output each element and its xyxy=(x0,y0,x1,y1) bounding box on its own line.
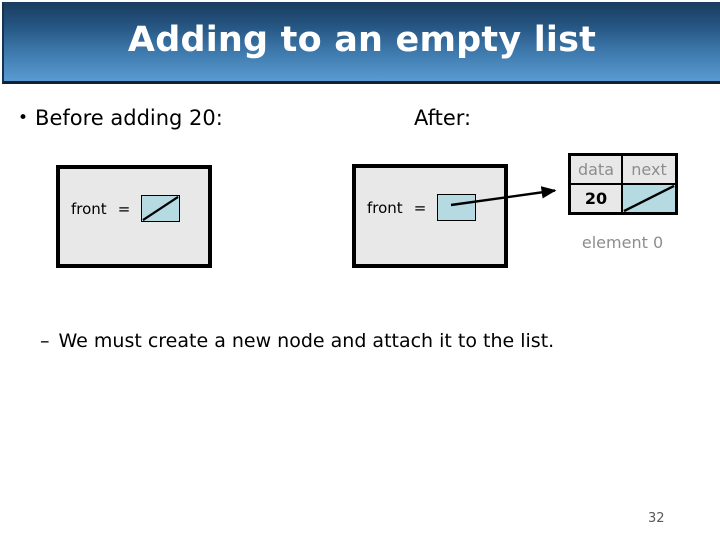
after-pointer-cell xyxy=(437,194,477,221)
before-variable-box: front = xyxy=(56,165,212,268)
node-next-null-cell xyxy=(623,185,675,212)
sub-bullet-dash-icon: – xyxy=(40,330,50,352)
page-title: Adding to an empty list xyxy=(127,20,597,60)
page-number: 32 xyxy=(648,511,665,526)
after-variable-name: front xyxy=(367,198,403,217)
bullet-dot-icon: • xyxy=(18,108,29,128)
after-label-text: After: xyxy=(414,106,472,130)
before-variable-name: front xyxy=(71,199,107,218)
node-header-data-cell: data xyxy=(571,156,623,183)
pointer-arrow-icon xyxy=(450,186,557,207)
node-data-cell: 20 xyxy=(571,185,623,212)
linked-list-node: data next 20 xyxy=(568,153,678,215)
before-null-pointer-cell xyxy=(141,195,181,222)
null-slash-icon xyxy=(623,185,675,212)
node-caption: element 0 xyxy=(581,233,664,252)
node-header-data-label: data xyxy=(577,159,615,179)
sub-bullet-note: –We must create a new node and attach it… xyxy=(40,332,554,351)
node-value-row: 20 xyxy=(571,185,675,212)
before-label-text: Before adding 20: xyxy=(35,106,223,130)
after-front-row: front = xyxy=(367,194,477,221)
node-header-next-cell: next xyxy=(623,156,675,183)
slide-title-bar: Adding to an empty list xyxy=(2,2,720,84)
before-front-row: front = xyxy=(71,195,181,222)
node-data-value: 20 xyxy=(584,188,608,208)
after-variable-box: front = xyxy=(352,164,508,268)
after-label: After: xyxy=(414,108,471,129)
bullet-before-adding: • Before adding 20: xyxy=(18,108,223,129)
node-header-row: data next xyxy=(571,156,675,185)
before-equals-sign: = xyxy=(117,199,131,218)
sub-bullet-text: We must create a new node and attach it … xyxy=(58,330,555,352)
null-slash-icon xyxy=(142,196,179,221)
node-header-next-label: next xyxy=(631,159,667,179)
after-equals-sign: = xyxy=(413,198,427,217)
